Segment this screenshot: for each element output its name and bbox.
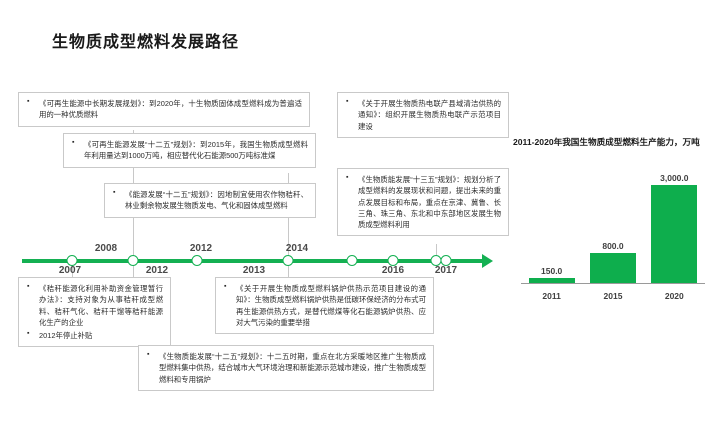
milestone-box-energy-plan[interactable]: 《能源发展“十二五”规划》：因地制宜使用农作物秸秆、林业剩余物发展生物质发电、气… [104,183,316,218]
connector-line-b5 [436,244,437,260]
milestone-text: 《关于开展生物质成型燃料锅炉供热示范项目建设的通知》：生物质成型燃料锅炉供热是低… [222,282,426,328]
timeline-year-2014: 2014 [285,243,309,254]
production-capacity-chart: 2011-2020年我国生物质成型燃料生产能力，万吨 150.0 800.0 3… [513,136,713,305]
bar-value-label: 800.0 [602,241,624,252]
chart-category-labels: 2011 2015 2020 [521,291,705,301]
milestone-text: 2012年停止补贴 [25,329,163,341]
timeline-year-2012-bottom: 2012 [145,265,169,276]
milestone-box-boiler-demo[interactable]: 《关于开展生物质成型燃料锅炉供热示范项目建设的通知》：生物质成型燃料锅炉供热是低… [215,277,434,334]
milestone-text: 《关于开展生物质热电联产县域清洁供热的通知》：组织开展生物质热电联产示范项目建设 [344,97,501,132]
bar-group-2011[interactable]: 150.0 [528,171,575,284]
category-label-2015: 2015 [603,291,623,302]
category-label-2020: 2020 [664,291,684,302]
milestone-box-13th-five-year[interactable]: 《生物质能发展“十三五”规划》：规划分析了成型燃料的发展现状和问题，提出未来的重… [337,168,509,237]
timeline-node-2012b[interactable] [282,255,294,266]
bar-value-label: 3,000.0 [660,173,689,184]
milestone-text: 《生物质能发展“十二五”规划》：十二五时期，重点在北方采暖地区推广生物质成型燃料… [145,350,426,385]
chart-x-axis [521,283,705,285]
timeline-node-2013[interactable] [346,255,358,266]
bar-2015[interactable] [589,253,636,284]
timeline-node-2016[interactable] [387,255,399,266]
milestone-box-straw-subsidy[interactable]: 《秸秆能源化利用补助资金管理暂行办法》：支持对象为从事秸秆成型燃料、秸秆气化、秸… [18,277,171,348]
chart-title: 2011-2020年我国生物质成型燃料生产能力，万吨 [513,137,700,147]
milestone-box-12th-five-year[interactable]: 《生物质能发展“十二五”规划》：十二五时期，重点在北方采暖地区推广生物质成型燃料… [138,345,434,391]
timeline-year-2013: 2013 [242,265,266,276]
page-title: 生物质成型燃料发展路径 [52,34,240,51]
milestone-text: 《生物质能发展“十三五”规划》：规划分析了成型燃料的发展现状和问题，提出未来的重… [344,173,501,230]
timeline-axis [22,259,484,263]
timeline-node-2017[interactable] [440,255,452,266]
milestone-text: 《能源发展“十二五”规划》：因地制宜使用农作物秸秆、林业剩余物发展生物质发电、气… [111,188,308,212]
milestone-text: 《秸秆能源化利用补助资金管理暂行办法》：支持对象为从事秸秆成型燃料、秸秆气化、秸… [25,282,163,328]
bar-value-label: 150.0 [541,265,563,276]
milestone-text: 《可再生能源发展“十二五”规划》：到2015年，我国生物质成型燃料年利用量达到1… [70,138,308,162]
milestone-box-2007[interactable]: 《可再生能源中长期发展规划》：到2020年，十生物质固体成型燃料成为普遍适用的一… [18,92,310,127]
milestone-box-chp-notice[interactable]: 《关于开展生物质热电联产县域清洁供热的通知》：组织开展生物质热电联产示范项目建设 [337,92,509,138]
bar-group-2015[interactable]: 800.0 [589,171,636,284]
milestone-text: 《可再生能源中长期发展规划》：到2020年，十生物质固体成型燃料成为普遍适用的一… [25,97,302,121]
timeline-arrow-icon [482,254,493,268]
milestone-box-2012-top[interactable]: 《可再生能源发展“十二五”规划》：到2015年，我国生物质成型燃料年利用量达到1… [63,133,316,168]
timeline-year-2008: 2008 [94,243,118,254]
category-label-2011: 2011 [542,291,561,302]
timeline-node-2007[interactable] [66,255,78,266]
connector-line-b7 [288,259,289,277]
timeline-node-2008[interactable] [127,255,139,266]
timeline-year-2016: 2016 [381,265,405,276]
timeline-year-2007: 2007 [58,265,82,276]
timeline-node-2012[interactable] [191,255,203,266]
connector-line-b6 [72,259,73,277]
chart-plot-area: 150.0 800.0 3,000.0 2011 2015 2020 [513,155,713,305]
connector-line-b3 [288,227,289,259]
timeline-year-2017: 2017 [434,265,458,276]
timeline-year-2012-top: 2012 [189,243,213,254]
bar-2020[interactable] [651,185,698,284]
bar-2011[interactable] [528,277,575,284]
bar-group-2020[interactable]: 3,000.0 [651,171,698,284]
